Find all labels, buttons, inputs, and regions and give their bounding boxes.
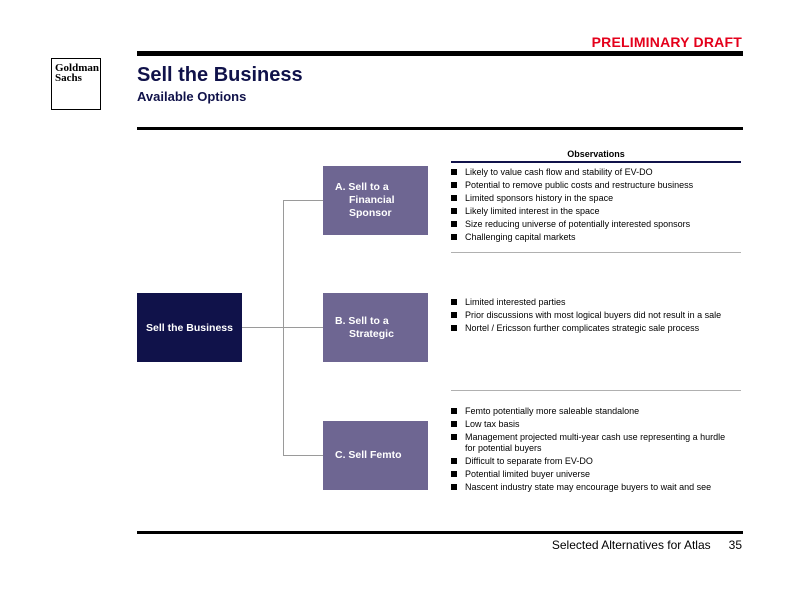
list-item: Difficult to separate from EV-DO <box>451 456 726 467</box>
list-item: Limited sponsors history in the space <box>451 193 726 204</box>
option-c-box: C. Sell Femto <box>323 421 428 490</box>
list-item: Low tax basis <box>451 419 726 430</box>
option-b-line-2: Strategic <box>349 327 394 340</box>
list-item: Limited interested parties <box>451 297 726 308</box>
connector-c <box>283 455 323 456</box>
observations-list-a: Likely to value cash flow and stability … <box>451 167 726 245</box>
option-a-box: A. Sell to a Financial Sponsor <box>323 166 428 235</box>
option-b-line-1: B. Sell to a <box>335 314 389 327</box>
page-number: 35 <box>728 538 742 552</box>
draft-label: PRELIMINARY DRAFT <box>591 34 742 50</box>
option-b-box: B. Sell to a Strategic <box>323 293 428 362</box>
goldman-sachs-logo: Goldman Sachs <box>51 58 101 110</box>
list-item: Challenging capital markets <box>451 232 726 243</box>
observations-separator-2 <box>451 390 741 391</box>
list-item: Nortel / Ericsson further complicates st… <box>451 323 726 334</box>
list-item: Likely limited interest in the space <box>451 206 726 217</box>
logo-line-2: Sachs <box>55 72 82 84</box>
footer: Selected Alternatives for Atlas 35 <box>552 538 742 552</box>
list-item: Potential limited buyer universe <box>451 469 726 480</box>
list-item: Prior discussions with most logical buye… <box>451 310 726 321</box>
top-rule <box>137 51 743 56</box>
page-subtitle: Available Options <box>137 89 247 104</box>
observations-separator-1 <box>451 252 741 253</box>
connector-b <box>283 327 323 328</box>
option-a-line-3: Sponsor <box>349 207 392 219</box>
option-a-line-1: A. Sell to a <box>335 181 389 193</box>
list-item: Nascent industry state may encourage buy… <box>451 482 726 493</box>
option-a-line-2: Financial <box>349 194 395 206</box>
connector-a <box>283 200 323 201</box>
connector-root <box>242 327 284 328</box>
logo-line-1: Goldman <box>55 62 100 74</box>
list-item: Likely to value cash flow and stability … <box>451 167 726 178</box>
option-c-line-1: C. Sell Femto <box>335 449 402 461</box>
list-item: Potential to remove public costs and res… <box>451 180 726 191</box>
list-item: Size reducing universe of potentially in… <box>451 219 726 230</box>
list-item: Management projected multi-year cash use… <box>451 432 726 454</box>
observations-rule <box>451 161 741 163</box>
footer-rule <box>137 531 743 534</box>
page-title: Sell the Business <box>137 64 303 86</box>
header-rule <box>137 127 743 130</box>
root-node: Sell the Business <box>137 293 242 362</box>
observations-heading: Observations <box>567 149 625 159</box>
list-item: Femto potentially more saleable standalo… <box>451 406 726 417</box>
root-node-label: Sell the Business <box>146 321 233 334</box>
connector-vertical <box>283 200 284 456</box>
observations-list-c: Femto potentially more saleable standalo… <box>451 406 726 495</box>
observations-list-b: Limited interested parties Prior discuss… <box>451 297 726 336</box>
footer-text: Selected Alternatives for Atlas <box>551 538 711 552</box>
